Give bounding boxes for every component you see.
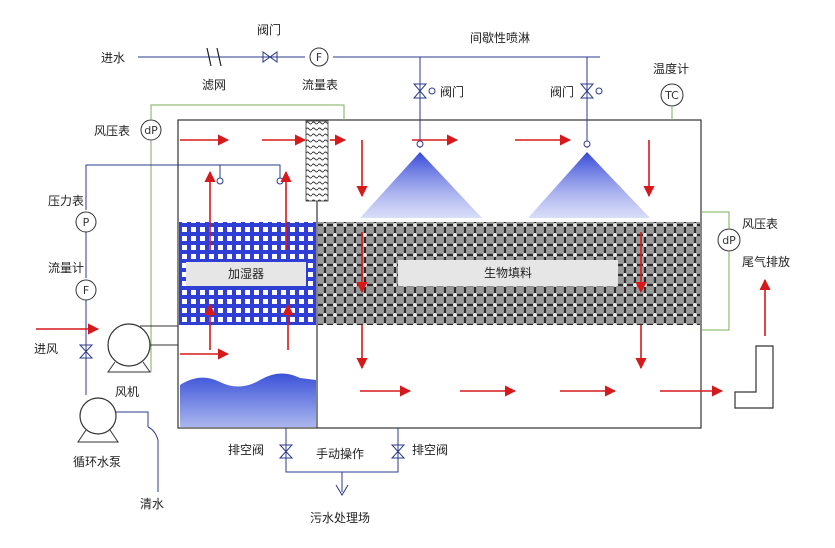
flowmeter-left-label: 流量计 <box>48 261 84 275</box>
fan-base <box>107 361 151 373</box>
bio-packing-label-box <box>398 260 618 286</box>
circulation-pump-label: 循环水泵 <box>73 455 121 469</box>
inlet-water-label: 进水 <box>101 51 125 65</box>
intermittent-spray-label: 间歇性喷淋 <box>470 31 530 45</box>
dp-gauge-right-label: 风压表 <box>742 217 778 231</box>
spray-valve-1-icon <box>412 83 428 99</box>
manual-operation-label: 手动操作 <box>316 446 364 461</box>
spray-valve-1-label: 阀门 <box>440 84 464 99</box>
drain-valve-right-icon <box>390 444 406 459</box>
bio-packing-label: 生物填料 <box>484 266 532 280</box>
drain-valve-right-label: 排空阀 <box>412 443 448 457</box>
dp-gauge-right-symbol: dP <box>722 234 736 247</box>
pump-valve-icon <box>78 344 94 359</box>
exhaust-stack <box>734 345 774 409</box>
clean-water-pipe <box>147 426 159 492</box>
drain-valve-left-label: 排空阀 <box>228 443 264 457</box>
humidifier-nozzle-1-icon <box>216 177 224 185</box>
humidifier-label-box <box>186 262 306 286</box>
spray-nozzle-2-icon <box>583 140 591 148</box>
top-flowmeter-symbol: F <box>316 51 322 64</box>
spray-valve-2-icon <box>579 83 595 99</box>
dp-gauge-left-symbol: dP <box>144 124 158 137</box>
fan-icon <box>107 323 151 367</box>
top-valve-icon <box>262 51 278 63</box>
flowmeter-left-icon <box>75 279 97 301</box>
top-flowmeter-label: 流量表 <box>302 78 338 92</box>
air-flow-arrows <box>36 134 771 397</box>
demister-filter <box>305 120 329 202</box>
drain-pipe <box>285 428 399 492</box>
humidifier-label: 加湿器 <box>228 266 264 281</box>
drain-valve-left-icon <box>278 444 294 459</box>
exhaust-label: 尾气排放 <box>742 254 790 269</box>
circulation-pump-icon <box>79 397 117 435</box>
fan-label: 风机 <box>115 385 139 399</box>
dp-right-signal-line <box>701 211 730 331</box>
clean-water-label: 清水 <box>140 497 164 511</box>
thermometer-label: 温度计 <box>653 61 689 76</box>
spray-valve-2-label: 阀门 <box>550 84 574 99</box>
top-flowmeter-icon <box>309 47 329 67</box>
humidifier-nozzle-2-icon <box>276 177 284 185</box>
thermometer-symbol: TC <box>664 89 679 102</box>
strainer-symbol <box>206 47 222 67</box>
spray-valve-1-actuator-icon <box>428 87 436 95</box>
tower-outline <box>177 119 702 429</box>
pressure-gauge-icon <box>75 211 97 233</box>
pressure-gauge-symbol: P <box>83 216 90 229</box>
top-valve-label: 阀门 <box>257 22 281 37</box>
dp-gauge-left-label: 风压表 <box>94 124 130 138</box>
spray-valve-2-actuator-icon <box>595 87 603 95</box>
air-inlet-label: 进风 <box>34 342 58 356</box>
circulation-pipe <box>85 164 281 395</box>
pressure-gauge-label: 压力表 <box>48 194 84 208</box>
spray-nozzle-1-icon <box>416 140 424 148</box>
drain-outlet-icon <box>335 484 349 496</box>
pump-suction <box>116 411 149 427</box>
flowmeter-left-symbol: F <box>83 284 89 297</box>
dp-left-signal-line <box>150 104 345 372</box>
pump-base <box>77 429 119 443</box>
spray-cone-1 <box>360 152 482 218</box>
water-reservoir <box>180 373 316 427</box>
fan-outlet <box>140 325 179 346</box>
spray-cone-2 <box>528 152 650 218</box>
wastewater-plant-label: 污水处理场 <box>310 511 370 525</box>
strainer-label: 滤网 <box>202 78 226 92</box>
